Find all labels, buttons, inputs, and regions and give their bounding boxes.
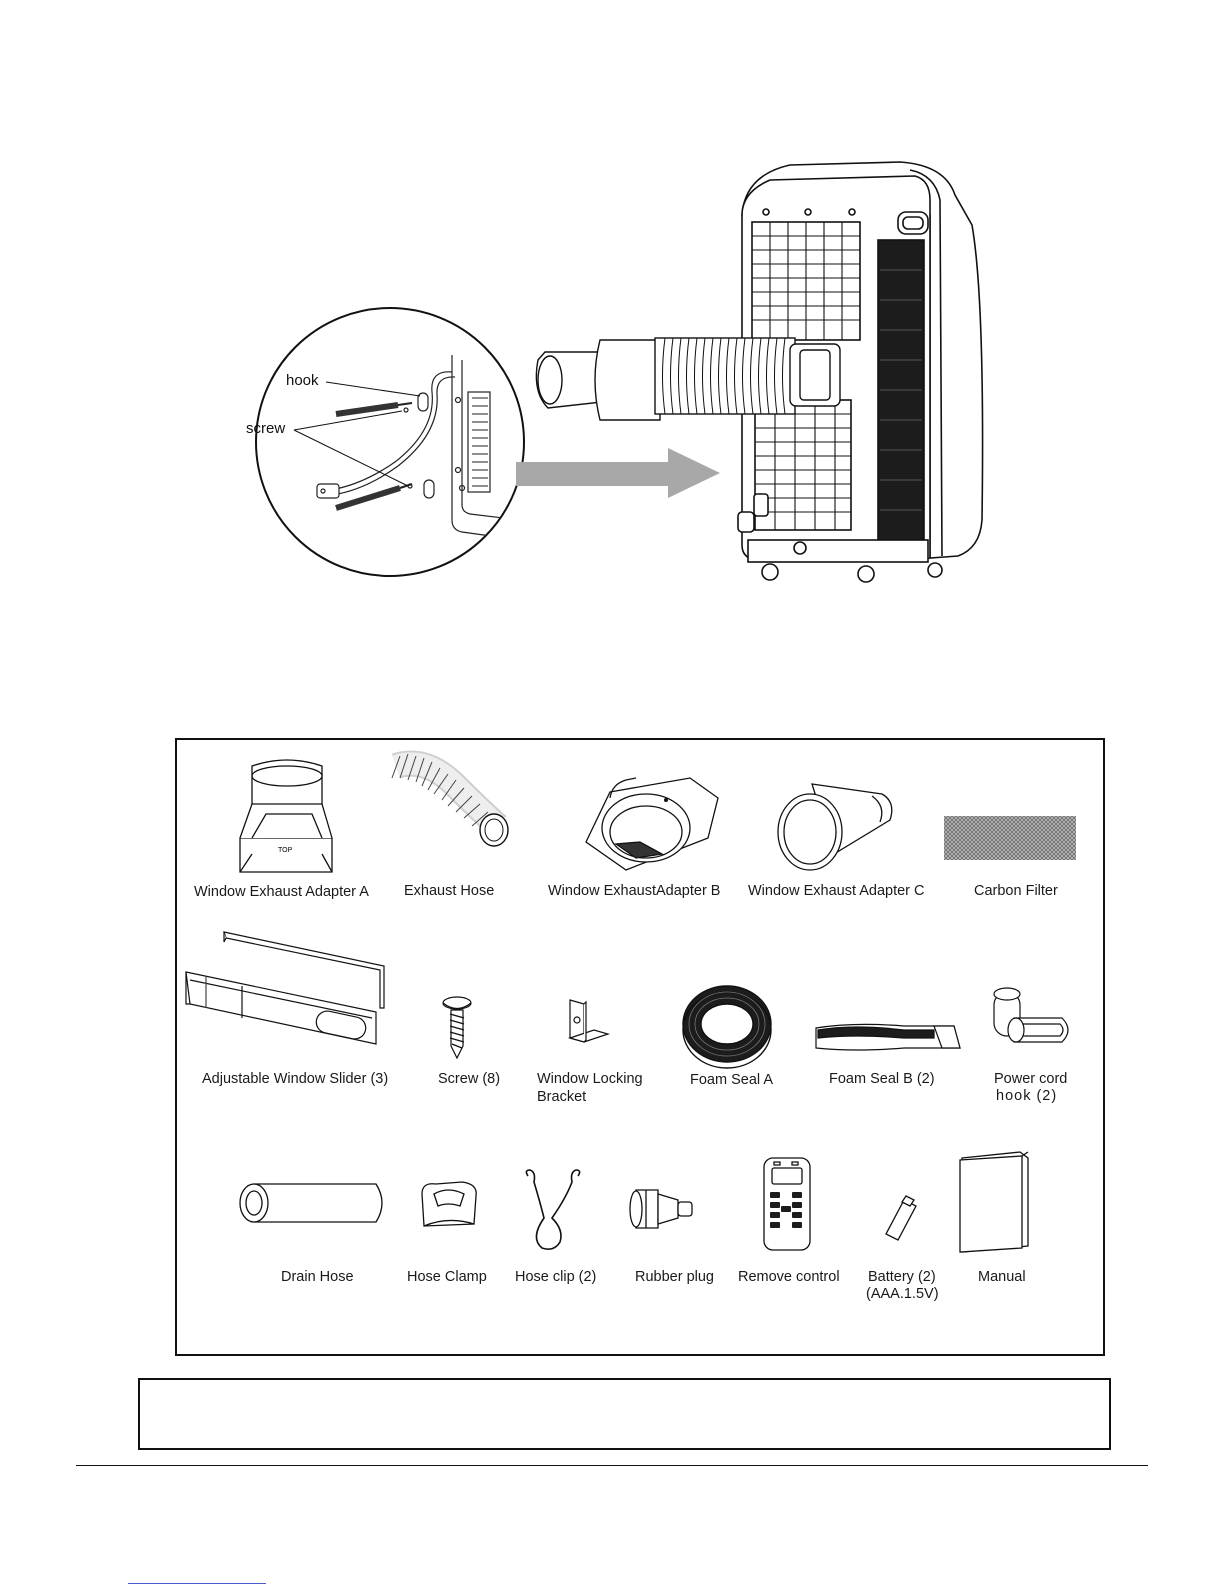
installation-illustration: hook screw xyxy=(0,0,1225,600)
adapter-a-label: Window Exhaust Adapter A xyxy=(194,884,369,900)
battery-image xyxy=(884,1194,920,1244)
exhaust-hose-image xyxy=(386,756,512,864)
footer-link-underline xyxy=(128,1583,266,1584)
locking-bracket-label: Window Locking xyxy=(537,1071,643,1087)
installation-drawing xyxy=(255,161,984,583)
drain-hose-image xyxy=(238,1182,390,1224)
hose-clamp-image xyxy=(414,1180,484,1228)
remote-control-image xyxy=(762,1156,812,1252)
carbon-filter-label: Carbon Filter xyxy=(974,883,1058,899)
remote-control-label: Remove control xyxy=(738,1269,840,1285)
note-box xyxy=(138,1378,1111,1450)
power-cord-hook-label-2: hook (2) xyxy=(996,1088,1058,1104)
hook-callout: hook xyxy=(286,372,319,389)
locking-bracket-label-2: Bracket xyxy=(537,1089,587,1105)
hose-clamp-label: Hose Clamp xyxy=(407,1269,487,1285)
manual-image xyxy=(956,1148,1032,1254)
foam-seal-b-label: Foam Seal B (2) xyxy=(829,1071,935,1087)
rubber-plug-image xyxy=(628,1186,700,1232)
screw-callout: screw xyxy=(246,420,286,437)
svg-text:TOP: TOP xyxy=(278,847,293,854)
hose-clip-label: Hose clip (2) xyxy=(515,1269,597,1285)
adapter-b-label: Window ExhaustAdapter B xyxy=(548,883,721,899)
adapter-b-image xyxy=(580,772,720,876)
adapter-c-image xyxy=(772,776,898,876)
exhaust-hose-assembly xyxy=(535,337,841,421)
parts-list-box xyxy=(175,738,1105,1356)
rubber-plug-label: Rubber plug xyxy=(635,1269,714,1285)
detail-magnifier-circle xyxy=(255,307,525,577)
direction-arrow xyxy=(516,448,720,498)
power-cord-hook-label: Power cord xyxy=(994,1071,1068,1087)
adapter-a-image: TOP xyxy=(222,754,352,878)
power-cord-hook-image xyxy=(990,986,1074,1052)
screw-label: Screw (8) xyxy=(438,1071,501,1087)
battery-label-2: (AAA.1.5V) xyxy=(866,1286,939,1302)
drain-hose-label: Drain Hose xyxy=(281,1269,354,1285)
exhaust-hose-label: Exhaust Hose xyxy=(404,883,495,899)
window-slider-image xyxy=(186,928,386,1048)
window-slider-label: Adjustable Window Slider (3) xyxy=(202,1071,389,1087)
adapter-c-label: Window Exhaust Adapter C xyxy=(748,883,925,899)
carbon-filter-image xyxy=(944,816,1076,860)
screw-image xyxy=(442,996,472,1060)
foam-seal-b-image xyxy=(814,1020,964,1054)
foam-seal-a-label: Foam Seal A xyxy=(690,1072,774,1088)
foam-seal-a-image xyxy=(680,984,774,1070)
footer-rule xyxy=(76,1465,1148,1466)
note-text xyxy=(140,1380,1109,1408)
locking-bracket-image xyxy=(564,998,610,1054)
manual-label: Manual xyxy=(978,1269,1026,1285)
hose-clip-image xyxy=(520,1168,586,1252)
battery-label: Battery (2) xyxy=(868,1269,936,1285)
